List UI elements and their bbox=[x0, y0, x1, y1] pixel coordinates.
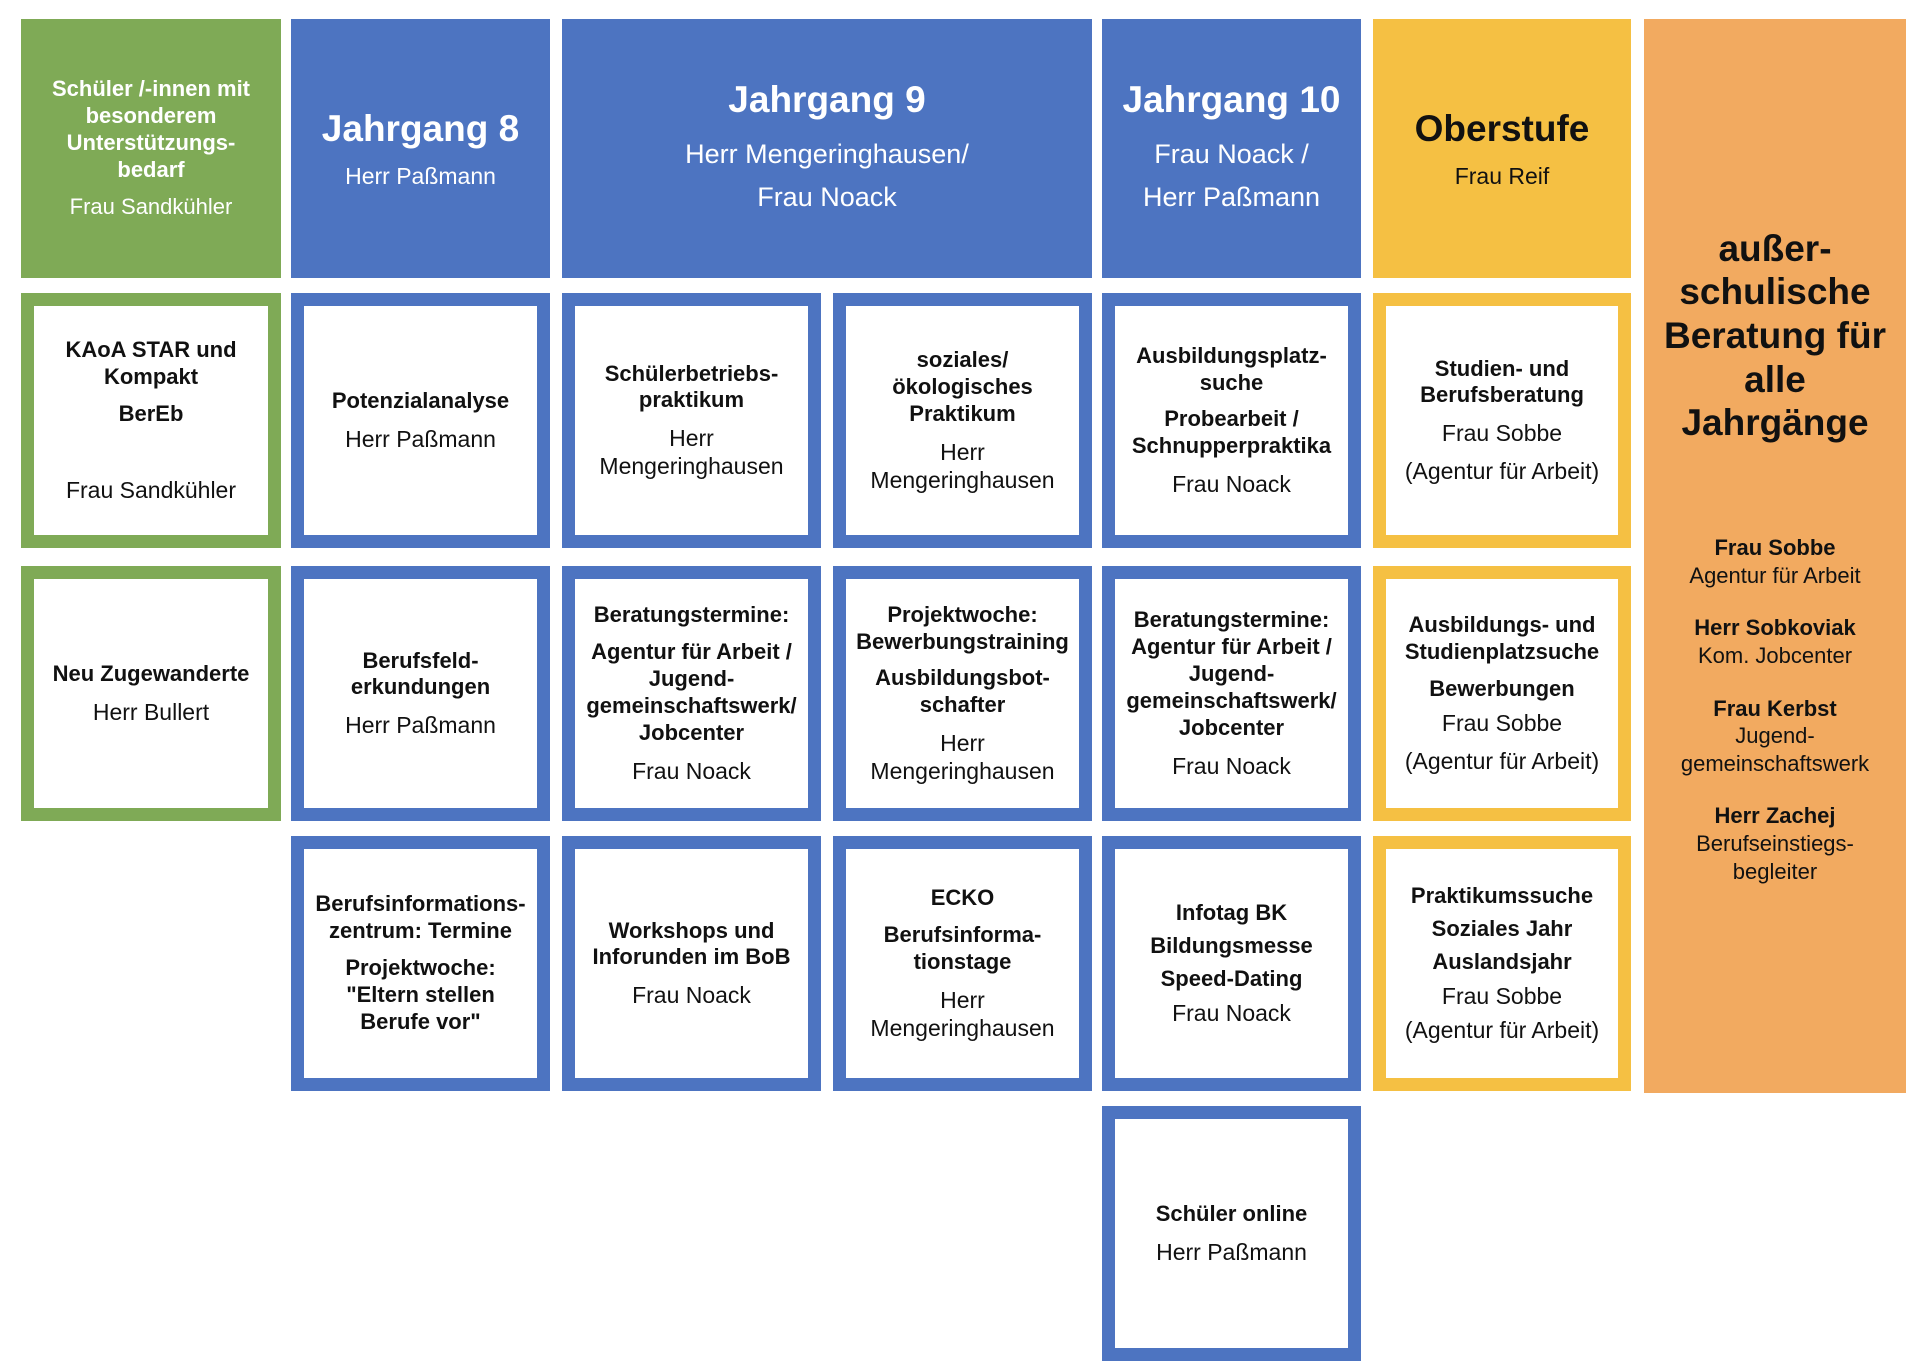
box-projektwoche-bewerbung: Projektwoche: Bewerbungstraining Ausbild… bbox=[833, 566, 1092, 821]
box-berufsinformationszentrum: Berufsinformations- zentrum: Termine Pro… bbox=[291, 836, 550, 1091]
box-person: Frau Noack bbox=[1172, 471, 1291, 498]
box-title: Potenzialanalyse bbox=[331, 388, 510, 414]
box-person: Herr Paßmann bbox=[345, 712, 496, 739]
box-subtitle: Soziales Jahr bbox=[1431, 916, 1573, 942]
header-jahrgang-10: Jahrgang 10 Frau Noack / Herr Paßmann bbox=[1102, 19, 1361, 278]
external-contact: Herr Zachej Berufseinstiegs- begleiter bbox=[1681, 803, 1869, 885]
box-praktikumssuche: Praktikumssuche Soziales Jahr Auslandsja… bbox=[1373, 836, 1631, 1091]
header-jahrgang-8-person: Herr Paßmann bbox=[345, 162, 496, 189]
box-title: Ausbildungs- und Studienplatzsuche bbox=[1404, 612, 1600, 665]
box-schueler-online: Schüler online Herr Paßmann bbox=[1102, 1106, 1361, 1361]
contact-role: Jugend- gemeinschaftswerk bbox=[1680, 723, 1870, 776]
header-support: Schüler /-innen mit besonderem Unterstüt… bbox=[21, 19, 281, 278]
box-subtitle: Agentur für Arbeit / Jugend- gemeinschaf… bbox=[586, 639, 797, 745]
box-soziales-praktikum: soziales/ ökologisches Praktikum Herr Me… bbox=[833, 293, 1092, 548]
box-beratungstermine-j9: Beratungstermine: Agentur für Arbeit / J… bbox=[562, 566, 821, 821]
box-title: Ausbildungsplatz- suche bbox=[1136, 342, 1327, 395]
box-studien-berufsberatung: Studien- und Berufsberatung Frau Sobbe (… bbox=[1373, 293, 1631, 548]
header-support-person: Frau Sandkühler bbox=[69, 194, 233, 220]
box-neu-zugewanderte: Neu Zugewanderte Herr Bullert bbox=[21, 566, 281, 821]
header-jahrgang-10-person: Frau Noack / Herr Paßmann bbox=[1142, 138, 1321, 212]
box-title: Projektwoche: Bewerbungstraining bbox=[856, 601, 1069, 654]
box-title: ECKO bbox=[930, 885, 995, 911]
header-jahrgang-9: Jahrgang 9 Herr Mengeringhausen/ Frau No… bbox=[562, 19, 1092, 278]
external-contact: Frau Sobbe Agentur für Arbeit bbox=[1681, 535, 1869, 589]
box-title: Berufsinformations- zentrum: Termine bbox=[315, 891, 526, 944]
box-person: Frau Sobbe bbox=[1441, 982, 1563, 1009]
box-beratungstermine-j10: Beratungstermine: Agentur für Arbeit / J… bbox=[1102, 566, 1361, 821]
external-contact: Frau Kerbst Jugend- gemeinschaftswerk bbox=[1681, 696, 1869, 778]
box-subtitle: Auslandsjahr bbox=[1432, 948, 1572, 974]
box-ausbildungsplatzsuche: Ausbildungsplatz- suche Probearbeit / Sc… bbox=[1102, 293, 1361, 548]
box-ausbildungs-studienplatzsuche: Ausbildungs- und Studienplatzsuche Bewer… bbox=[1373, 566, 1631, 821]
external-counseling-title: außer- schulische Beratung für alle Jahr… bbox=[1664, 227, 1886, 444]
header-jahrgang-9-person: Herr Mengeringhausen/ Frau Noack bbox=[685, 138, 969, 212]
header-oberstufe: Oberstufe Frau Reif bbox=[1373, 19, 1631, 278]
box-title: soziales/ ökologisches Praktikum bbox=[892, 347, 1033, 426]
external-counseling-panel: außer- schulische Beratung für alle Jahr… bbox=[1644, 19, 1906, 1093]
box-subtitle: Bildungsmesse bbox=[1150, 933, 1313, 959]
box-person: Herr Paßmann bbox=[1156, 1238, 1307, 1265]
box-title: KAoA STAR und Kompakt bbox=[65, 337, 237, 390]
box-person: Frau Noack bbox=[632, 757, 751, 784]
box-kaoa-star: KAoA STAR und Kompakt BerEb Frau Sandküh… bbox=[21, 293, 281, 548]
contact-name: Frau Kerbst bbox=[1713, 695, 1837, 721]
box-title: Schüler online bbox=[1155, 1201, 1308, 1227]
box-workshops-bob: Workshops und Inforunden im BoB Frau Noa… bbox=[562, 836, 821, 1091]
header-jahrgang-10-title: Jahrgang 10 bbox=[1122, 79, 1341, 121]
box-person: Herr Mengeringhausen bbox=[870, 986, 1055, 1041]
external-contact: Herr Sobkoviak Kom. Jobcenter bbox=[1681, 615, 1869, 669]
box-subtitle: BerEb bbox=[118, 400, 184, 426]
box-person: Frau Noack bbox=[632, 982, 751, 1009]
header-oberstufe-person: Frau Reif bbox=[1454, 162, 1550, 189]
box-title: Workshops und Inforunden im BoB bbox=[592, 917, 791, 970]
box-subtitle: Speed-Dating bbox=[1160, 965, 1303, 991]
header-jahrgang-8-title: Jahrgang 8 bbox=[321, 108, 520, 150]
box-title: Infotag BK bbox=[1175, 900, 1288, 926]
box-person-org: (Agentur für Arbeit) bbox=[1404, 458, 1600, 485]
box-title: Berufsfeld- erkundungen bbox=[350, 647, 491, 700]
header-oberstufe-title: Oberstufe bbox=[1414, 108, 1590, 150]
contact-name: Herr Sobkoviak bbox=[1694, 615, 1856, 641]
box-person: Frau Sobbe bbox=[1441, 420, 1563, 447]
contact-name: Herr Zachej bbox=[1714, 803, 1836, 829]
box-title: Studien- und Berufsberatung bbox=[1420, 355, 1584, 408]
box-person: Frau Noack bbox=[1172, 752, 1291, 779]
box-person-org: (Agentur für Arbeit) bbox=[1404, 747, 1600, 774]
box-person: Herr Mengeringhausen bbox=[870, 730, 1055, 785]
box-title: Beratungstermine: bbox=[593, 602, 790, 628]
contact-role: Kom. Jobcenter bbox=[1697, 643, 1853, 669]
contact-role: Agentur für Arbeit bbox=[1689, 562, 1861, 588]
box-person: Herr Bullert bbox=[92, 698, 210, 725]
box-person: Frau Sobbe bbox=[1441, 709, 1563, 736]
box-person: Herr Mengeringhausen bbox=[599, 425, 784, 480]
box-person: Frau Sandkühler bbox=[65, 476, 237, 503]
box-ecko: ECKO Berufsinforma- tionstage Herr Menge… bbox=[833, 836, 1092, 1091]
box-person: Herr Paßmann bbox=[345, 425, 496, 452]
box-infotag-bk: Infotag BK Bildungsmesse Speed-Dating Fr… bbox=[1102, 836, 1361, 1091]
header-jahrgang-9-title: Jahrgang 9 bbox=[728, 79, 926, 121]
box-subtitle: Ausbildungsbot- schafter bbox=[875, 665, 1050, 718]
box-person-org: (Agentur für Arbeit) bbox=[1404, 1016, 1600, 1043]
header-support-title: Schüler /-innen mit besonderem Unterstüt… bbox=[51, 76, 251, 182]
box-subtitle: Bewerbungen bbox=[1429, 675, 1575, 701]
box-title: Praktikumssuche bbox=[1410, 883, 1594, 909]
contact-name: Frau Sobbe bbox=[1714, 534, 1836, 560]
box-schuelerbetriebspraktikum: Schülerbetriebs- praktikum Herr Mengerin… bbox=[562, 293, 821, 548]
box-title: Schülerbetriebs- praktikum bbox=[604, 360, 779, 413]
box-person: Frau Noack bbox=[1172, 999, 1291, 1026]
box-subtitle: Projektwoche: "Eltern stellen Berufe vor… bbox=[345, 955, 496, 1034]
box-subtitle: Berufsinforma- tionstage bbox=[883, 922, 1042, 974]
box-berufsfelderkundungen: Berufsfeld- erkundungen Herr Paßmann bbox=[291, 566, 550, 821]
header-jahrgang-8: Jahrgang 8 Herr Paßmann bbox=[291, 19, 550, 278]
box-subtitle: Probearbeit / Schnupperpraktika bbox=[1131, 406, 1332, 459]
box-title: Beratungstermine: Agentur für Arbeit / J… bbox=[1126, 607, 1337, 740]
contact-role: Berufseinstiegs- begleiter bbox=[1696, 831, 1854, 884]
box-person: Herr Mengeringhausen bbox=[870, 438, 1055, 493]
box-title: Neu Zugewanderte bbox=[52, 661, 250, 687]
box-potenzialanalyse: Potenzialanalyse Herr Paßmann bbox=[291, 293, 550, 548]
external-contacts: Frau Sobbe Agentur für Arbeit Herr Sobko… bbox=[1681, 535, 1869, 885]
